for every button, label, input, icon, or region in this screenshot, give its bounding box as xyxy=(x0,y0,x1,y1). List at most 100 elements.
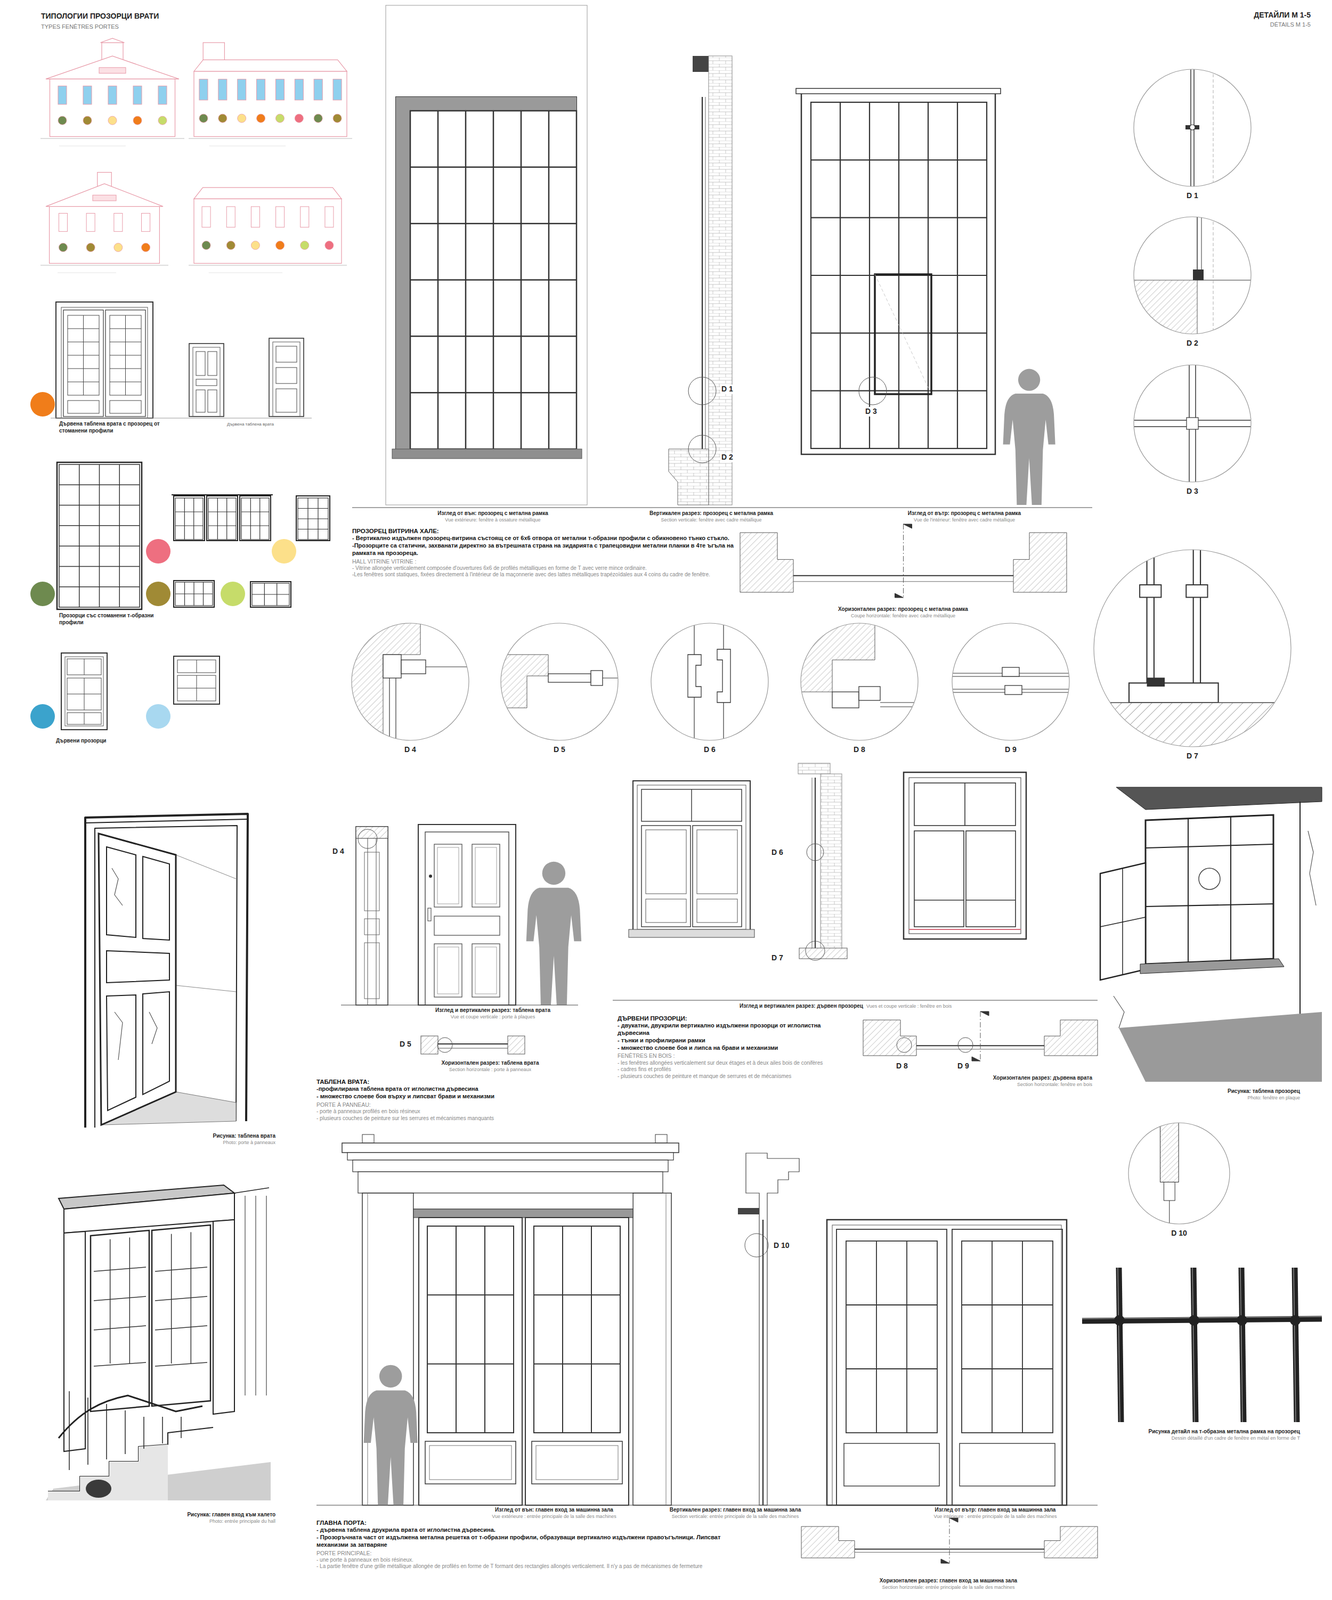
text-block: Вертикален разрез: главен вход за машинн… xyxy=(647,1507,824,1521)
drawing-line xyxy=(109,368,142,370)
drawing-polygon xyxy=(1116,787,1322,810)
drawing-rect xyxy=(226,206,235,228)
drawing-rect xyxy=(58,85,67,105)
drawing-line xyxy=(1192,1268,1195,1423)
drawing-rect xyxy=(342,1143,679,1153)
drawing-line xyxy=(1240,1268,1243,1423)
drawing-line xyxy=(161,1417,164,1444)
drawing-rect xyxy=(846,1241,938,1434)
callout-number: D 7 xyxy=(770,953,785,964)
drawing-rect xyxy=(843,1443,940,1487)
drawing-circle xyxy=(237,114,247,123)
drawing-line xyxy=(367,1193,369,1506)
drawing-polygon xyxy=(500,654,549,709)
drawing-polygon xyxy=(106,847,136,938)
detail-drawing xyxy=(1133,216,1252,335)
drawing-line xyxy=(854,1548,1045,1550)
drawing-line xyxy=(59,586,140,588)
note-text: - множество слоеве боя върху и липсват б… xyxy=(316,1093,594,1101)
caption: Изглед от вън: главен вход за машинна за… xyxy=(466,1507,643,1515)
text-block: ГЛАВНА ПОРТА:- дървена таблена друкрила … xyxy=(316,1519,738,1571)
drawing-line xyxy=(367,838,369,1006)
drawing-circle xyxy=(220,581,246,607)
detail-outline xyxy=(951,622,1070,760)
drawing-line xyxy=(244,1196,246,1396)
detail-label: D 2 xyxy=(1133,338,1252,349)
detail-outline xyxy=(1133,68,1252,206)
drawing-rect xyxy=(696,830,738,895)
caption: Хоризонтален разрез: прозорец с метална … xyxy=(796,606,1010,614)
drawing-rect xyxy=(858,686,881,701)
person-body xyxy=(526,888,582,1006)
drawing-rect xyxy=(434,944,462,998)
drawing-rect xyxy=(177,660,216,673)
drawing-polygon xyxy=(687,654,702,698)
drawing-polygon xyxy=(213,1220,235,1415)
drawing-rect xyxy=(952,1229,1063,1506)
caption: Vue de l'intérieur: fenêtre avec cadre m… xyxy=(873,517,1055,524)
drawing-rect xyxy=(250,206,260,228)
drawing-line xyxy=(1168,1200,1170,1225)
drawing-line xyxy=(297,508,329,509)
detail-border xyxy=(651,623,769,741)
drawing-rect xyxy=(383,654,402,679)
drawing-line xyxy=(533,1294,621,1296)
note-text: PORTE PRINCIPALE: xyxy=(316,1550,738,1558)
drawing-rect xyxy=(196,390,206,413)
drawing-rect xyxy=(193,71,347,137)
drawing-line xyxy=(109,355,142,356)
drawing-rect xyxy=(275,388,297,413)
drawing-polyline xyxy=(85,814,248,1128)
drawing-rect xyxy=(798,763,831,775)
detail-outline xyxy=(1133,216,1252,353)
drawing-circle xyxy=(250,241,260,250)
caption: Вертикален разрез: главен вход за машинн… xyxy=(647,1507,824,1515)
drawing-rect xyxy=(241,498,270,540)
drawing-rect xyxy=(535,1446,619,1481)
caption: Photo: porte à panneaux xyxy=(115,1140,276,1147)
note-text: - cadres fins et profilés xyxy=(617,1066,847,1074)
detail-border xyxy=(1093,549,1291,747)
caption: Изглед от вътр: прозорец с метална рамка xyxy=(873,510,1055,518)
callout-number: D 10 xyxy=(772,1241,791,1252)
drawing-line xyxy=(880,702,919,703)
drawing-circle xyxy=(806,843,824,862)
detail-outline xyxy=(800,622,919,760)
drawing-circle xyxy=(957,1037,973,1053)
drawing-polygon xyxy=(740,532,794,593)
drawing-line xyxy=(991,1241,993,1434)
drawing-line xyxy=(701,96,703,450)
drawing-polyline xyxy=(114,1012,123,1061)
sheet-subtitle: TYPES FENÊTRES PORTES xyxy=(41,23,265,31)
detail-label: D 8 xyxy=(800,745,919,755)
legend-swatch xyxy=(30,704,55,729)
drawing-line xyxy=(93,1267,146,1272)
drawing-rect xyxy=(108,85,117,105)
drawing-circle xyxy=(256,114,266,123)
drawing-rect xyxy=(158,85,167,105)
note-text: - двукатни, двукрили вертикално издължен… xyxy=(617,1022,847,1038)
drawing-line xyxy=(1145,844,1274,849)
drawing-line xyxy=(1100,917,1146,928)
drawing-circle xyxy=(145,704,171,729)
drawing-rect xyxy=(645,830,687,895)
drawing-polygon xyxy=(1145,815,1274,965)
drawing-line xyxy=(155,1267,208,1272)
drawing-line xyxy=(67,382,100,383)
drawing-line xyxy=(84,659,85,676)
drawing-rect xyxy=(199,79,208,101)
drawing-rect xyxy=(1160,1122,1180,1183)
drawing-polygon xyxy=(90,1230,150,1412)
detail-drawing xyxy=(800,622,919,709)
drawing-rect xyxy=(692,55,709,72)
drawing-line xyxy=(723,702,724,742)
drawing-rect xyxy=(49,206,160,264)
drawing-line xyxy=(455,1226,457,1434)
callout-number: D 6 xyxy=(770,848,785,858)
drawing-line xyxy=(376,838,377,1006)
drawing-line xyxy=(93,1362,146,1367)
note-text: PORTE À PANNEAU: xyxy=(316,1101,594,1109)
drawing-line xyxy=(175,985,237,993)
drawing-rect xyxy=(207,390,217,413)
detail-label: D 7 xyxy=(1093,751,1292,762)
